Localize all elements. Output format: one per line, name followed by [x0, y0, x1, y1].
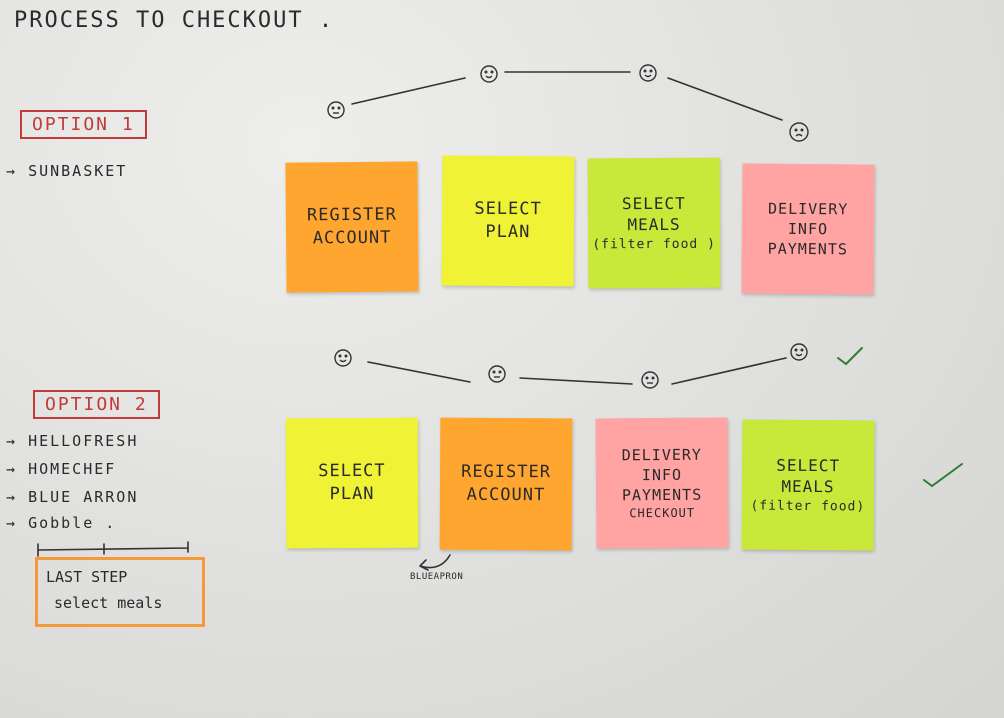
brand-row: → BLUE ARRON: [6, 488, 139, 506]
last-step-title: LAST STEP: [46, 568, 128, 586]
happy-face-icon: [480, 65, 498, 83]
brand-row: → HOMECHEF: [6, 460, 117, 478]
arrow-label-blueapron: BLUEAPRON: [410, 572, 464, 582]
neutral-face-icon: [327, 101, 345, 119]
brand-homechef: HOMECHEF: [28, 460, 117, 478]
option-1-label: OPTION 1: [20, 110, 147, 139]
brand-gobble: Gobble .: [28, 514, 117, 532]
journey-line-option-2: [367, 357, 787, 385]
neutral-face-icon: [488, 365, 506, 383]
journey-line-option-1: [351, 71, 783, 121]
last-step-text: select meals: [54, 594, 163, 612]
neutral-face-icon: [641, 371, 659, 389]
option-1-brand-list: → SUNBASKET: [6, 162, 128, 180]
checkmark-icon: [837, 347, 863, 366]
brand-row: → HELLOFRESH: [6, 432, 139, 450]
happy-face-icon: [334, 349, 352, 367]
happy-face-icon: [790, 343, 808, 361]
brand-sunbasket: SUNBASKET: [28, 162, 128, 180]
brand-row: → Gobble .: [6, 514, 117, 532]
scale-line: [37, 541, 189, 557]
page-title: PROCESS TO CHECKOUT .: [14, 8, 335, 33]
option-2-label: OPTION 2: [33, 390, 160, 419]
happy-face-icon: [639, 64, 657, 82]
checkmark-icon: [923, 463, 963, 488]
brand-blue-arron: BLUE ARRON: [28, 488, 139, 506]
curved-arrow-icon: [419, 554, 451, 571]
brand-hellofresh: HELLOFRESH: [28, 432, 139, 450]
last-step-box: LAST STEP select meals: [35, 557, 205, 627]
sad-face-icon: [789, 122, 809, 142]
